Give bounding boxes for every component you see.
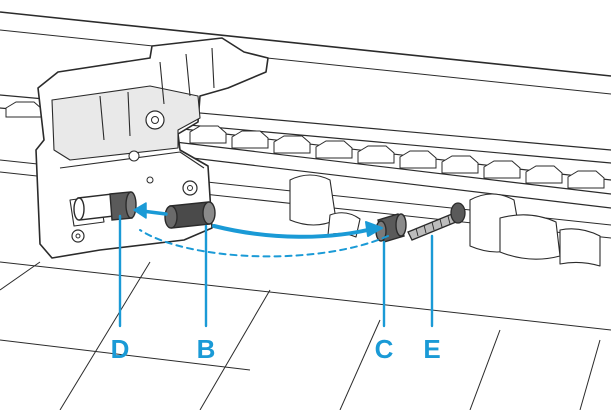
lower-mechanism: [289, 174, 601, 267]
movement-arrows: [133, 202, 389, 258]
short-arrow-head: [133, 202, 147, 219]
callout-label-b: B: [197, 334, 216, 364]
curved-arrow-head: [365, 221, 383, 237]
callout-label-e: E: [423, 334, 440, 364]
printer-top-cover: [0, 11, 611, 95]
dashed-path-arrow: [139, 229, 389, 258]
callout-label-c: C: [375, 334, 394, 364]
curved-arrow: [212, 224, 378, 239]
sleeve-part-c: [375, 213, 407, 243]
screw-part-e: [407, 202, 466, 241]
platen-surface: [0, 261, 611, 410]
callout-labels: D B C E: [111, 334, 441, 364]
bracket-pin: [73, 191, 137, 221]
collar-part-b: [164, 201, 216, 229]
callout-label-d: D: [111, 334, 130, 364]
callout-leaders: [118, 214, 434, 328]
